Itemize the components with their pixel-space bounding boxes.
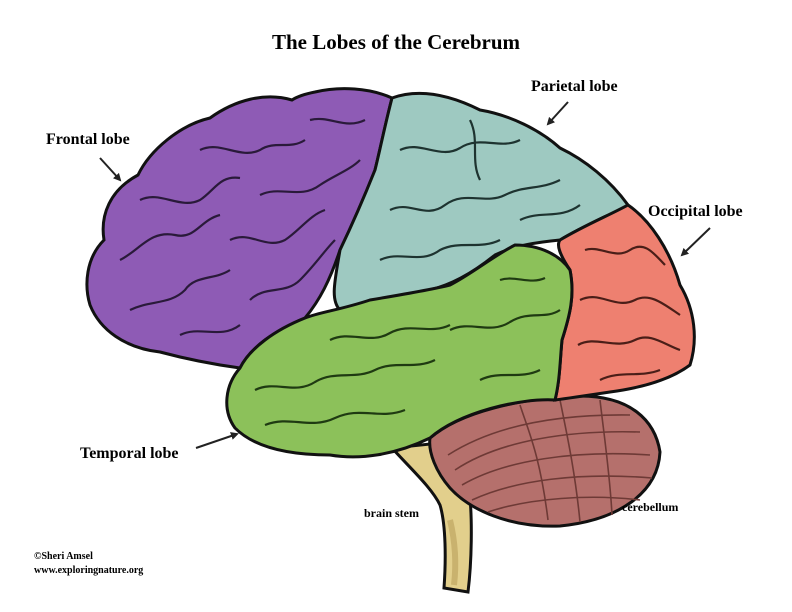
frontal-gyri — [119, 117, 366, 337]
cerebellum-folia — [447, 399, 653, 523]
occipital-gyri — [577, 245, 681, 381]
parietal-gyri — [379, 119, 581, 262]
occipital-lobe-label: Occipital lobe — [648, 203, 743, 220]
temporal-arrow — [195, 432, 239, 449]
occipital-arrow — [680, 227, 711, 257]
frontal-arrow — [99, 157, 122, 182]
temporal-gyri — [254, 276, 561, 427]
cerebellum-label: cerebellum — [622, 500, 679, 514]
parietal-lobe-label: Parietal lobe — [531, 78, 618, 95]
temporal-lobe-label: Temporal lobe — [80, 445, 179, 462]
frontal-lobe-label: Frontal lobe — [46, 131, 130, 148]
diagram-title: The Lobes of the Cerebrum — [271, 30, 521, 54]
brain-stem-label: brain stem — [364, 506, 419, 520]
parietal-arrow — [546, 101, 569, 126]
credit-author: ©Sheri Amsel — [34, 551, 93, 562]
temporal-lobe-shape — [225, 243, 574, 459]
credit-website: www.exploringnature.org — [34, 565, 144, 576]
